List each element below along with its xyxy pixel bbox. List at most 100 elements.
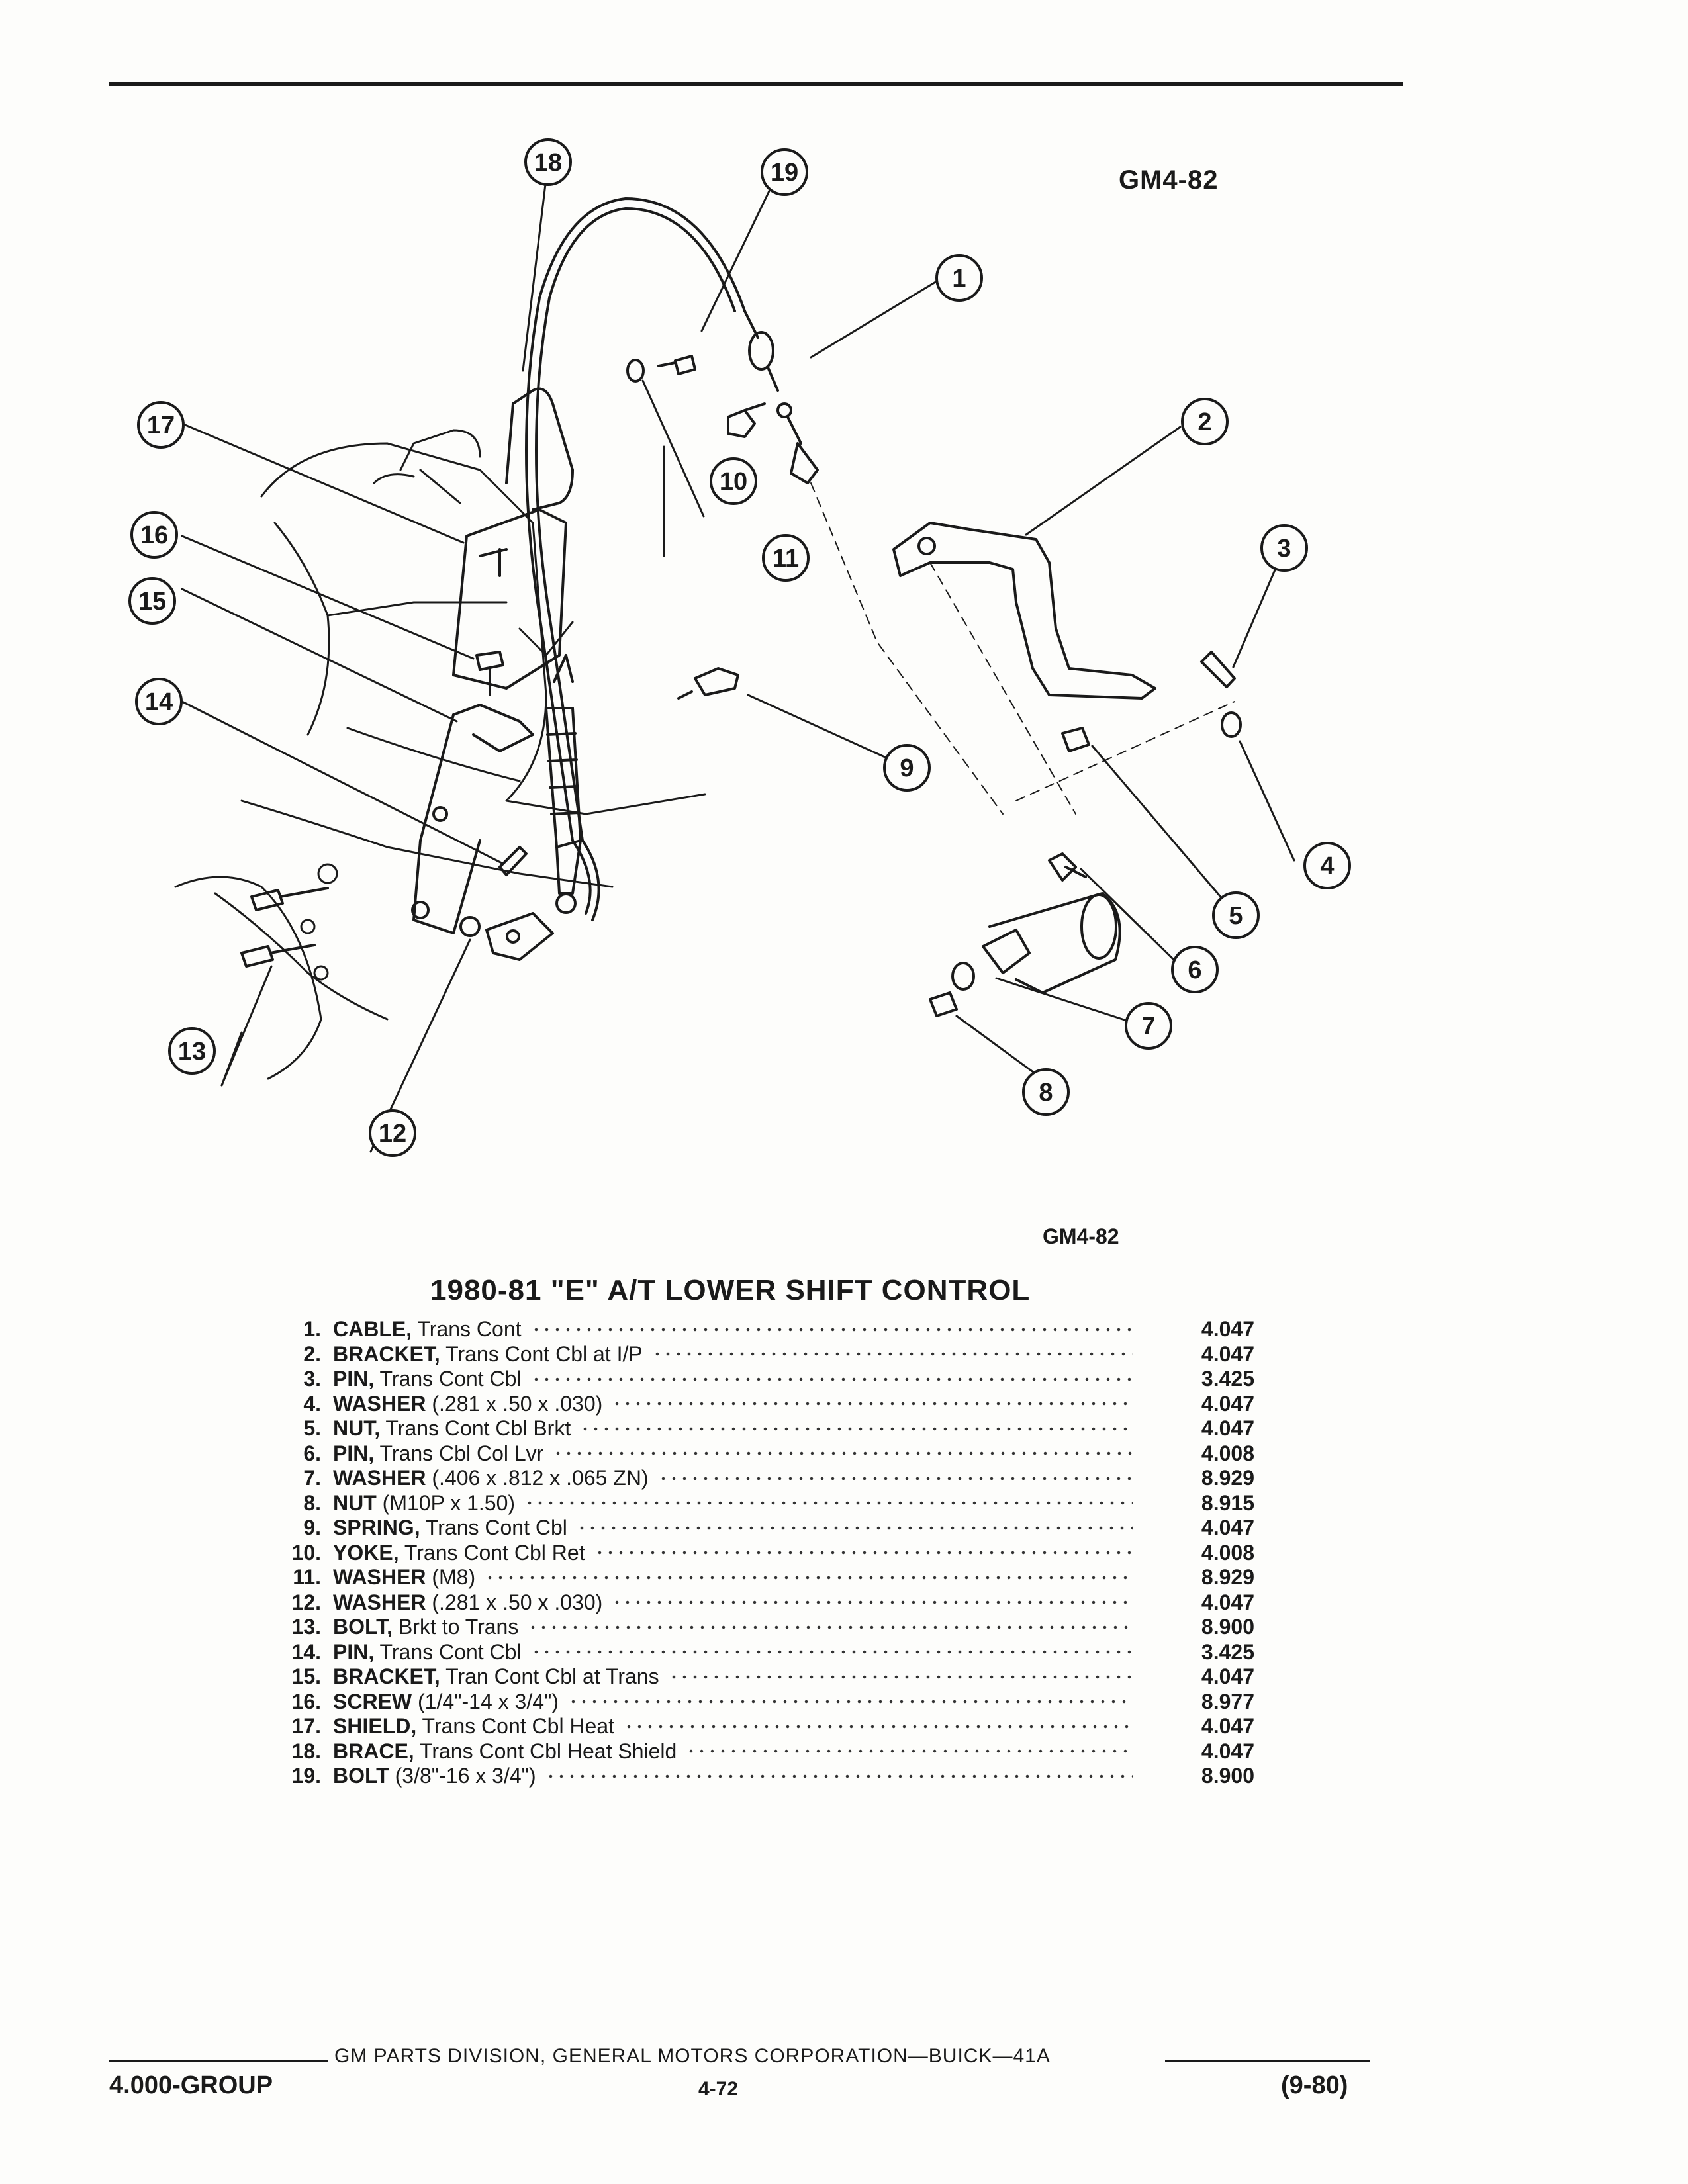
- part-detail: (1/4"-14 x 3/4"): [418, 1689, 559, 1713]
- dot-leader: [657, 1476, 1133, 1480]
- part-name: BOLT: [333, 1764, 389, 1788]
- part-detail: Trans Cont Cbl Heat Shield: [419, 1739, 677, 1763]
- callout-10: 10: [720, 468, 747, 496]
- part-row: 13. BOLT, Brkt to Trans 8.900: [261, 1615, 1254, 1640]
- part-number: 1.: [303, 1317, 321, 1341]
- part-description: BOLT (3/8"-16 x 3/4"): [333, 1764, 536, 1789]
- part-detail: Trans Cont Cbl at I/P: [445, 1342, 643, 1366]
- dot-leader: [612, 1402, 1133, 1406]
- cable-boot: [545, 654, 582, 914]
- part-description: NUT (M10P x 1.50): [333, 1491, 515, 1516]
- cable-yoke: [727, 402, 766, 438]
- part-name: BRACKET,: [333, 1664, 440, 1688]
- part-group-number: 8.900: [1201, 1615, 1254, 1639]
- part-row: 16.SCREW (1/4"-14 x 3/4")8.977: [261, 1690, 1254, 1715]
- callout-2: 2: [1197, 408, 1211, 436]
- part-description: BOLT, Brkt to Trans: [333, 1615, 518, 1640]
- part-name: SPRING,: [333, 1516, 420, 1539]
- part-group-number: 4.047: [1201, 1739, 1254, 1763]
- dot-leader: [524, 1501, 1133, 1506]
- part-detail: (3/8"-16 x 3/4"): [395, 1764, 536, 1788]
- washer-and-bolt: [626, 355, 696, 383]
- part-name: WASHER: [333, 1565, 426, 1589]
- part-number: 8.: [303, 1490, 321, 1515]
- part-description: BRACKET, Tran Cont Cbl at Trans: [333, 1664, 659, 1690]
- part-name: PIN,: [333, 1441, 375, 1465]
- part-number: 13.: [291, 1615, 321, 1639]
- cable-spring: [677, 667, 739, 700]
- dot-leader: [528, 1625, 1133, 1629]
- dot-leader: [668, 1674, 1133, 1679]
- part-description: SHIELD, Trans Cont Cbl Heat: [333, 1714, 614, 1739]
- ip-bracket: [892, 522, 1156, 700]
- callout-16: 16: [140, 522, 168, 549]
- part-group-number: 8.929: [1201, 1565, 1254, 1589]
- part-description: NUT, Trans Cont Cbl Brkt: [333, 1416, 571, 1441]
- heat-shield-screw: [475, 651, 504, 696]
- footer-publisher: GM PARTS DIVISION, GENERAL MOTORS CORPOR…: [334, 2045, 1051, 2067]
- part-detail: Trans Cont Cbl Heat: [422, 1714, 615, 1738]
- callout-6: 6: [1188, 956, 1201, 984]
- part-row: 4.WASHER (.281 x .50 x .030)4.047: [261, 1392, 1254, 1417]
- dot-leader: [580, 1426, 1133, 1431]
- column-lever-assembly: [929, 852, 1121, 1017]
- part-name: SCREW: [333, 1689, 412, 1713]
- dot-leader: [624, 1724, 1133, 1729]
- callout-5: 5: [1229, 902, 1243, 930]
- part-name: SHIELD,: [333, 1714, 417, 1738]
- dot-leader: [553, 1451, 1133, 1456]
- part-name: YOKE,: [333, 1540, 399, 1565]
- trans-control-bracket: [411, 704, 534, 934]
- part-group-number: 4.047: [1201, 1391, 1254, 1416]
- callout-14: 14: [145, 688, 173, 716]
- callout-7: 7: [1141, 1013, 1155, 1040]
- part-number: 12.: [291, 1590, 321, 1614]
- part-number: 19.: [291, 1764, 321, 1788]
- part-description: WASHER (M8): [333, 1565, 475, 1590]
- part-row: 10. YOKE, Trans Cont Cbl Ret 4.008: [261, 1541, 1254, 1566]
- part-group-number: 8.929: [1201, 1466, 1254, 1490]
- dot-leader: [485, 1575, 1133, 1580]
- part-number: 2.: [303, 1342, 321, 1366]
- heat-shield-brace: [505, 387, 574, 511]
- dot-leader: [530, 1327, 1133, 1332]
- pin-and-washer: [459, 846, 554, 961]
- part-number: 11.: [293, 1565, 321, 1589]
- part-detail: (.406 x .812 x .065 ZN): [432, 1466, 649, 1490]
- callout-9: 9: [900, 754, 914, 782]
- part-number: 15.: [291, 1664, 321, 1688]
- part-detail: Trans Cont Cbl Ret: [404, 1540, 585, 1565]
- part-number: 10.: [291, 1540, 321, 1565]
- dot-leader: [651, 1352, 1133, 1357]
- part-detail: Trans Cont: [417, 1317, 522, 1341]
- part-description: YOKE, Trans Cont Cbl Ret: [333, 1541, 585, 1566]
- transmission-outline: [174, 429, 706, 1080]
- part-number: 4.: [303, 1391, 321, 1416]
- callout-13: 13: [178, 1038, 206, 1066]
- dot-leader: [576, 1525, 1133, 1530]
- part-group-number: 4.047: [1201, 1714, 1254, 1738]
- leader-lines: [181, 161, 1295, 1153]
- callout-8: 8: [1039, 1079, 1053, 1107]
- part-detail: Trans Cbl Col Lvr: [379, 1441, 544, 1465]
- footer-page-number: 4-72: [698, 2078, 739, 2100]
- callout-11: 11: [773, 545, 799, 572]
- part-detail: Trans Cont Cbl Brkt: [385, 1416, 571, 1440]
- part-number: 6.: [303, 1441, 321, 1465]
- part-name: WASHER: [333, 1466, 426, 1490]
- bracket-bolts: [240, 887, 329, 968]
- part-number: 7.: [303, 1466, 321, 1490]
- part-row: 8.NUT (M10P x 1.50)8.915: [261, 1491, 1254, 1516]
- part-group-number: 4.008: [1201, 1540, 1254, 1565]
- part-detail: Trans Cont Cbl: [379, 1367, 522, 1390]
- part-name: PIN,: [333, 1367, 375, 1390]
- part-name: CABLE,: [333, 1317, 412, 1341]
- exploded-parts-diagram: 1 2 3 4 5 6 7 8 9 10 11 12 13 14 15 16 1…: [109, 99, 1403, 1171]
